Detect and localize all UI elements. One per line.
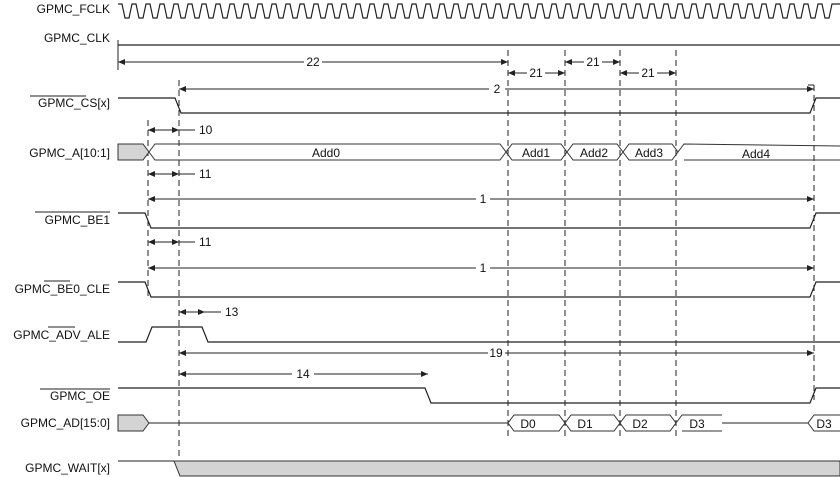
label-gpmc-fclk: GPMC_FCLK bbox=[37, 2, 110, 16]
gpmc-wait-undefined-region bbox=[173, 460, 840, 477]
d3-label: D3 bbox=[689, 417, 705, 431]
arrow-19-head-right bbox=[807, 350, 814, 356]
gpmc-oe-waveform bbox=[118, 387, 840, 404]
timing-label-11-b: 11 bbox=[199, 235, 212, 249]
arrow-1-a-head-right bbox=[807, 196, 814, 202]
label-gpmc-wait: GPMC_WAIT[x] bbox=[25, 461, 110, 475]
timing-label-1-b: 1 bbox=[480, 261, 487, 275]
label-gpmc-oe: GPMC_OE bbox=[50, 389, 110, 403]
timing-label-13: 13 bbox=[225, 305, 239, 319]
gpmc-be0-cle-waveform bbox=[118, 281, 840, 298]
gpmc-a-undefined-region bbox=[117, 143, 150, 161]
timing-label-21-b: 21 bbox=[586, 55, 600, 69]
arrow-1-a-head-left bbox=[148, 196, 155, 202]
label-gpmc-ad: GPMC_AD[15:0] bbox=[21, 416, 110, 430]
label-gpmc-a: GPMC_A[10:1] bbox=[29, 146, 110, 160]
arrow-2-head-left bbox=[179, 86, 186, 92]
timing-label-19: 19 bbox=[489, 346, 503, 360]
adv-suffix: _ALE bbox=[80, 328, 110, 342]
arrow-1-b-head-left bbox=[148, 265, 155, 271]
arrow-19-head-left bbox=[179, 350, 186, 356]
be0-suffix: _CLE bbox=[79, 282, 110, 296]
gpmc-cs-waveform bbox=[118, 97, 840, 114]
be0-prefix: GPMC_ bbox=[15, 282, 58, 296]
label-gpmc-adv-ale: GPMC_ADV_ALE bbox=[13, 328, 110, 342]
arrow-1-b-head-right bbox=[807, 265, 814, 271]
gpmc-ad-bus-d3 bbox=[675, 414, 722, 432]
gpmc-be1-waveform bbox=[118, 212, 840, 229]
add3-label: Add3 bbox=[635, 146, 663, 160]
add2-label: Add2 bbox=[580, 146, 608, 160]
arrow-21-a-head-left bbox=[508, 70, 515, 76]
timing-label-22: 22 bbox=[306, 55, 320, 69]
adv-prefix: GPMC_ bbox=[13, 328, 56, 342]
adv-overbar-text: ADV bbox=[56, 328, 81, 342]
label-gpmc-clk: GPMC_CLK bbox=[44, 31, 110, 45]
label-gpmc-cs: GPMC_CS[x] bbox=[38, 96, 110, 110]
be0-overbar-text: BE0 bbox=[57, 282, 80, 296]
timing-label-21-c: 21 bbox=[641, 66, 655, 80]
d1-label: D1 bbox=[577, 417, 593, 431]
timing-label-2: 2 bbox=[494, 82, 501, 96]
arrow-11-a-head-right bbox=[172, 171, 179, 177]
gpmc-ad-undefined-region bbox=[117, 414, 150, 432]
timing-arrows bbox=[118, 59, 814, 377]
gpmc-a-bus-add4 bbox=[677, 143, 840, 161]
arrow-11-b-head-left bbox=[148, 239, 155, 245]
label-gpmc-be0-cle: GPMC_BE0_CLE bbox=[15, 282, 110, 296]
timing-label-14: 14 bbox=[296, 367, 310, 381]
timing-label-10: 10 bbox=[199, 123, 213, 137]
arrow-21-b-head-right bbox=[613, 59, 620, 65]
gpmc-ad-bus-d3-end bbox=[807, 414, 840, 432]
arrow-11-a-head-left bbox=[148, 171, 155, 177]
arrow-2-head-right bbox=[807, 86, 814, 92]
arrow-13-head-left bbox=[179, 309, 186, 315]
add4-label: Add4 bbox=[742, 147, 770, 161]
arrow-21-c-head-right bbox=[669, 70, 676, 76]
timing-label-21-a: 21 bbox=[529, 66, 543, 80]
d2-label: D2 bbox=[632, 417, 648, 431]
arrow-21-b-head-left bbox=[565, 59, 572, 65]
arrow-10-head-left bbox=[148, 127, 155, 133]
d0-label: D0 bbox=[520, 417, 536, 431]
gpmc-adv-ale-waveform bbox=[118, 326, 840, 343]
add1-label: Add1 bbox=[522, 146, 550, 160]
add0-label: Add0 bbox=[312, 146, 340, 160]
arrow-21-a-head-right bbox=[558, 70, 565, 76]
arrow-21-c-head-left bbox=[620, 70, 627, 76]
timing-label-1-a: 1 bbox=[480, 192, 487, 206]
arrow-13-head-right bbox=[198, 309, 205, 315]
timing-label-11-a: 11 bbox=[199, 167, 212, 181]
arrow-14-head-right bbox=[421, 371, 428, 377]
label-gpmc-be1: GPMC_BE1 bbox=[45, 213, 111, 227]
gpmc-ad-bus-d0 bbox=[507, 414, 566, 432]
arrow-22-head-right bbox=[501, 59, 508, 65]
arrow-11-b-head-right bbox=[172, 239, 179, 245]
arrow-22-head-left bbox=[118, 59, 125, 65]
d3-end-label: D3 bbox=[816, 417, 832, 431]
arrow-10-head-right bbox=[172, 127, 179, 133]
gpmc-fclk-waveform bbox=[118, 3, 840, 19]
arrow-14-head-left bbox=[179, 371, 186, 377]
gpmc-ad-bus-d2 bbox=[619, 414, 677, 432]
